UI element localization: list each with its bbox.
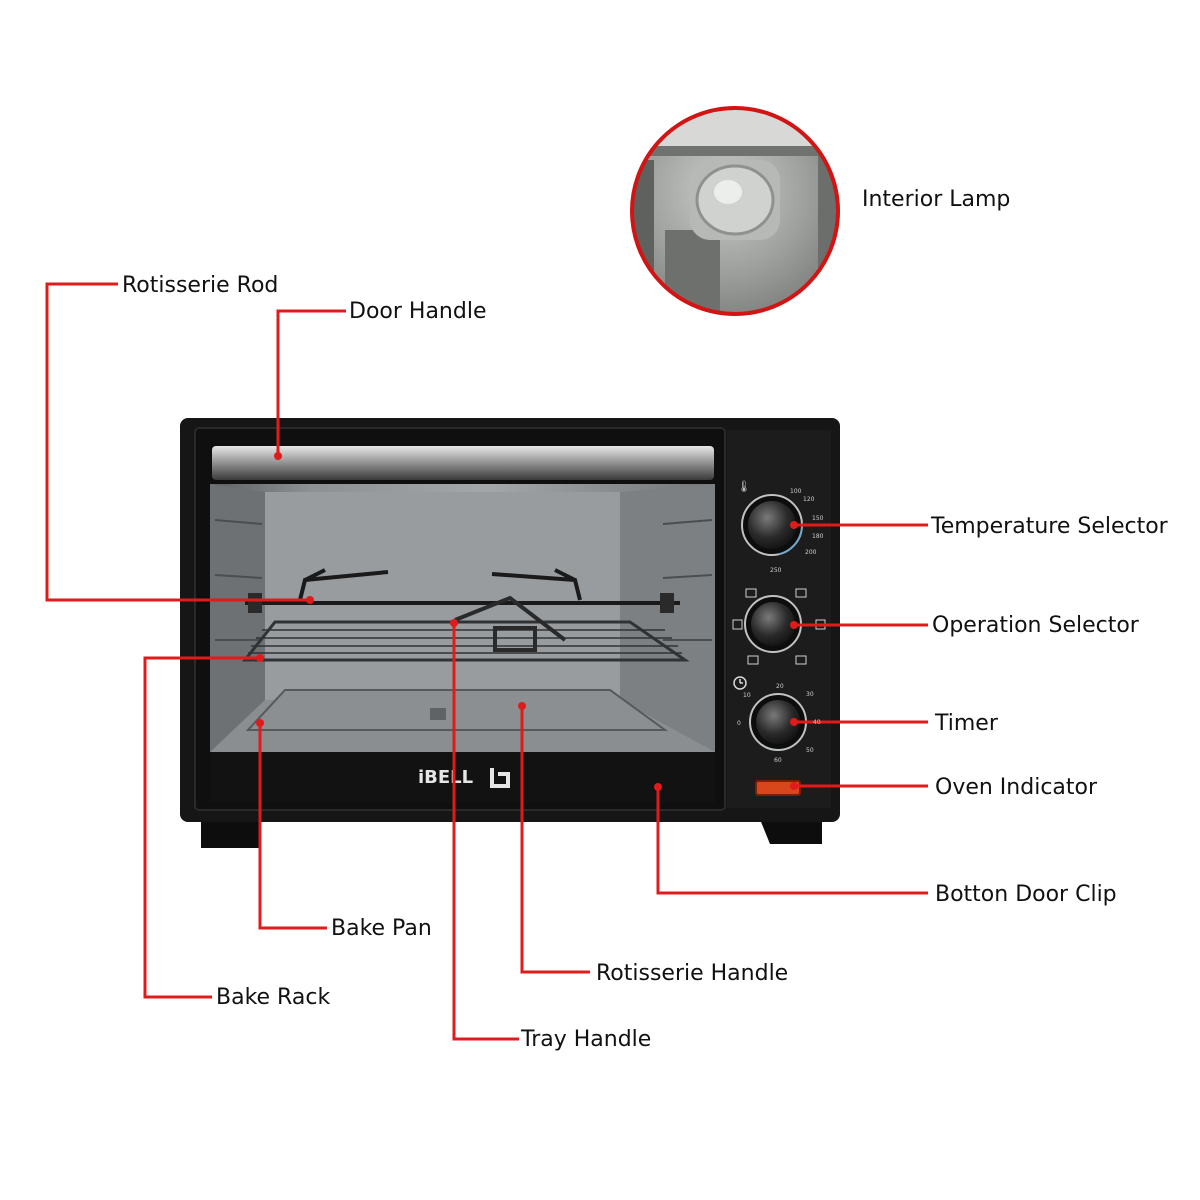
timer-scale-label: 20	[776, 683, 784, 690]
clock-icon	[733, 676, 747, 690]
temp-scale-label: 180	[812, 533, 824, 540]
oven-indicator-light	[755, 780, 801, 796]
label-interior-lamp: Interior Lamp	[862, 187, 1010, 212]
label-tray-handle: Tray Handle	[520, 1027, 651, 1052]
label-operation-selector: Operation Selector	[932, 613, 1140, 638]
brand-logo-mark	[490, 768, 510, 788]
rotisserie-assembly	[245, 568, 680, 652]
temp-scale-label: 150	[812, 515, 824, 522]
temperature-scale: 100 120 150 180 200 250	[770, 488, 824, 574]
label-door-handle: Door Handle	[349, 299, 486, 324]
label-rotisserie-handle: Rotisserie Handle	[596, 961, 788, 986]
timer-scale-label: 10	[743, 692, 751, 699]
timer-scale-label: 60	[774, 757, 782, 764]
door-handle	[212, 446, 714, 480]
timer-scale: 0 10 20 30 40 50 60	[737, 683, 821, 764]
label-bake-rack: Bake Rack	[216, 985, 330, 1010]
operation-knob[interactable]	[732, 588, 826, 665]
label-rotisserie-rod: Rotisserie Rod	[122, 273, 278, 298]
timer-scale-label: 40	[813, 719, 821, 726]
bake-rack	[241, 620, 690, 662]
label-temperature-selector: Temperature Selector	[930, 514, 1169, 539]
interior-lamp-inset	[630, 106, 840, 316]
timer-scale-label: 0	[737, 720, 741, 727]
callout-labels: Interior Lamp Rotisserie Rod Door Handle…	[122, 187, 1169, 1052]
bake-pan	[245, 689, 669, 731]
timer-knob[interactable]	[733, 676, 807, 751]
temp-scale-label: 200	[805, 549, 817, 556]
oven-body: iBELL 🌡	[180, 418, 840, 848]
timer-scale-label: 50	[806, 747, 814, 754]
label-oven-indicator: Oven Indicator	[935, 775, 1098, 800]
label-bottom-door-clip: Botton Door Clip	[935, 882, 1117, 907]
svg-text:🌡: 🌡	[737, 480, 751, 493]
temp-scale-label: 120	[803, 496, 815, 503]
brand-logo: iBELL	[418, 767, 473, 788]
label-timer: Timer	[934, 711, 999, 736]
temp-scale-label: 100	[790, 488, 802, 495]
temp-scale-label: 250	[770, 567, 782, 574]
leader-lines	[45, 282, 928, 1041]
label-bake-pan: Bake Pan	[331, 916, 432, 941]
timer-scale-label: 30	[806, 691, 814, 698]
